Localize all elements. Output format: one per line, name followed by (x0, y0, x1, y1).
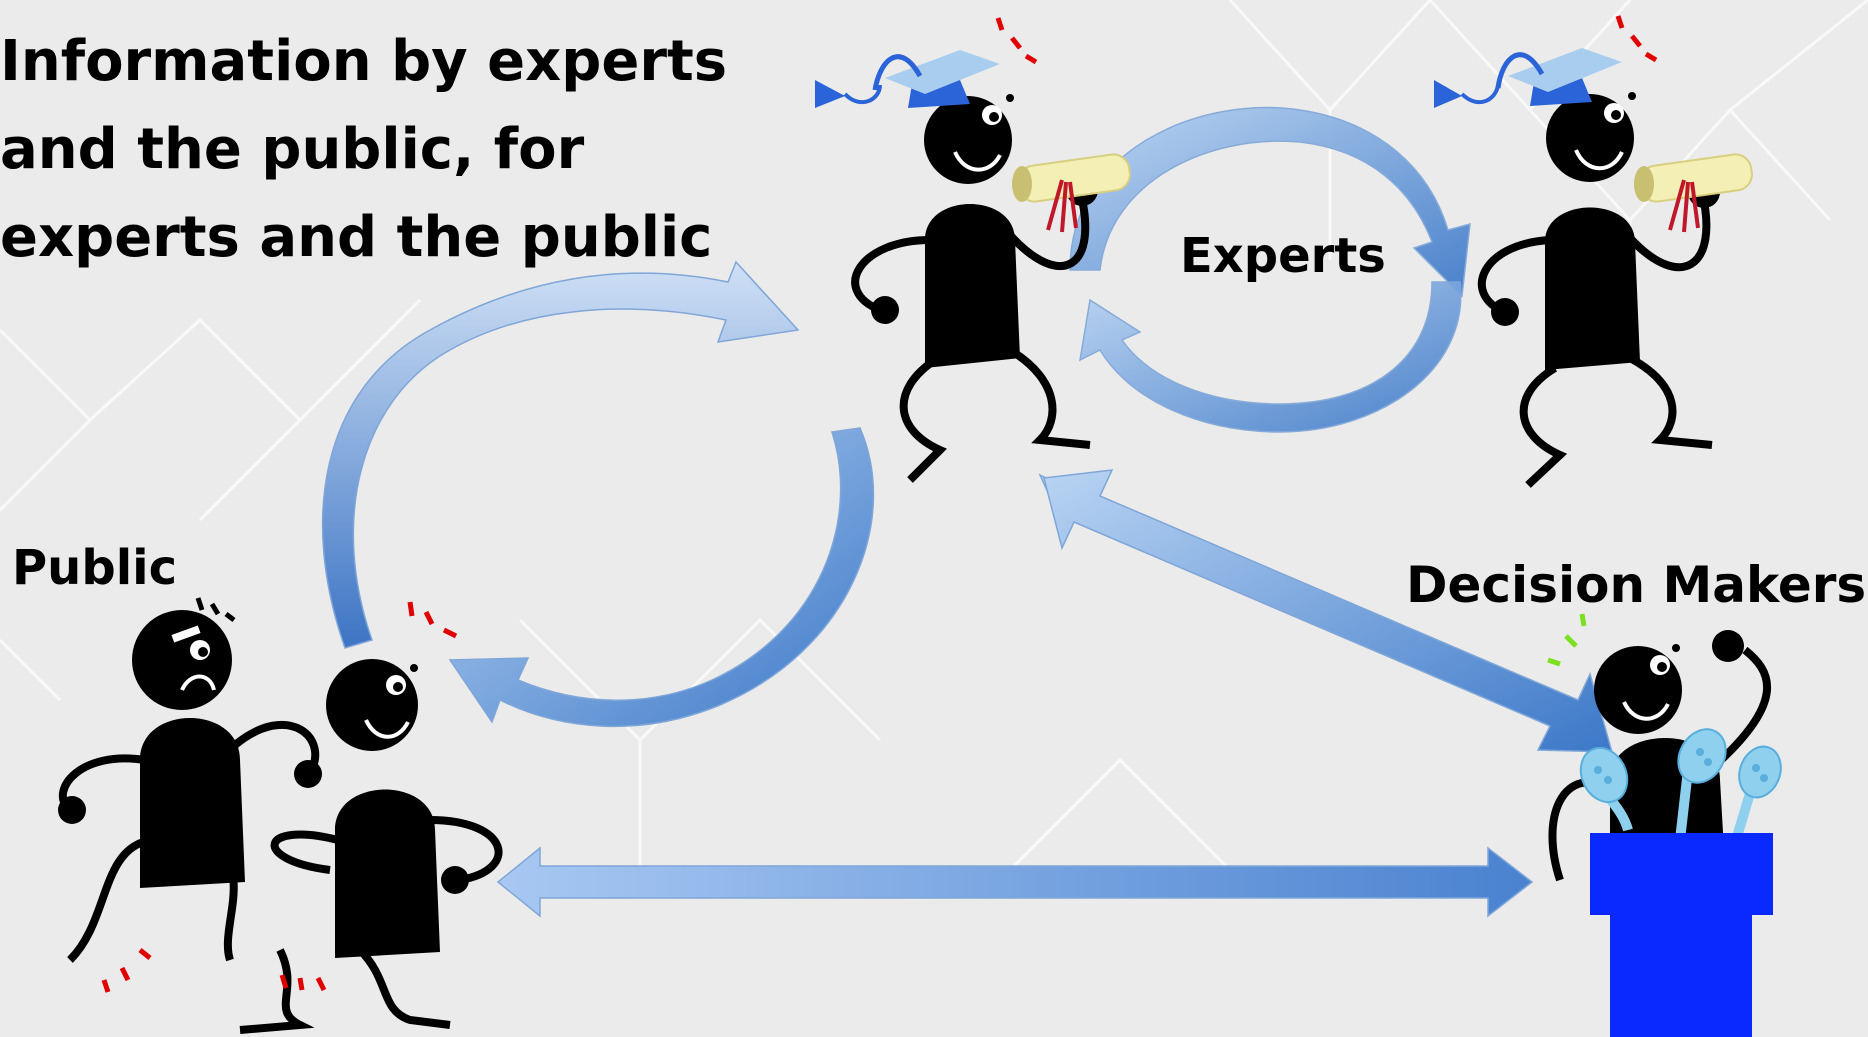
arrow-public-decision-makers (496, 846, 1534, 918)
graduation-cap-icon (1434, 48, 1622, 108)
alert-marks (101, 601, 458, 993)
headline-line: and the public, for (0, 117, 585, 182)
arrow-experts-to-public (448, 427, 875, 728)
expert-figure-icon (851, 94, 1098, 483)
decision-makers-label: Decision Makers (1406, 556, 1867, 614)
headline-line: Information by experts (0, 29, 728, 94)
public-label: Public (12, 540, 178, 596)
alert-marks (1615, 15, 1658, 63)
diploma-scroll-icon (1012, 153, 1131, 233)
alert-marks (195, 597, 236, 622)
graduation-cap-icon (815, 50, 1000, 108)
experts-label: Experts (1180, 228, 1386, 284)
arrow-public-to-experts (321, 260, 800, 649)
diagram-headline: Information by experts and the public, f… (0, 18, 727, 282)
microphone-icon (1579, 728, 1782, 842)
alert-marks (995, 17, 1038, 65)
diploma-scroll-icon (1634, 153, 1753, 233)
podium-icon (1590, 833, 1773, 1037)
alert-marks (1547, 613, 1587, 667)
public-figure-icon (58, 610, 503, 1034)
headline-line: experts and the public (0, 205, 713, 270)
background-pattern (0, 0, 1868, 882)
expert-figure-icon (1477, 92, 1720, 488)
arrow-expert-loop-top (1069, 106, 1471, 298)
arrow-expert-loop-bottom (1079, 281, 1462, 433)
